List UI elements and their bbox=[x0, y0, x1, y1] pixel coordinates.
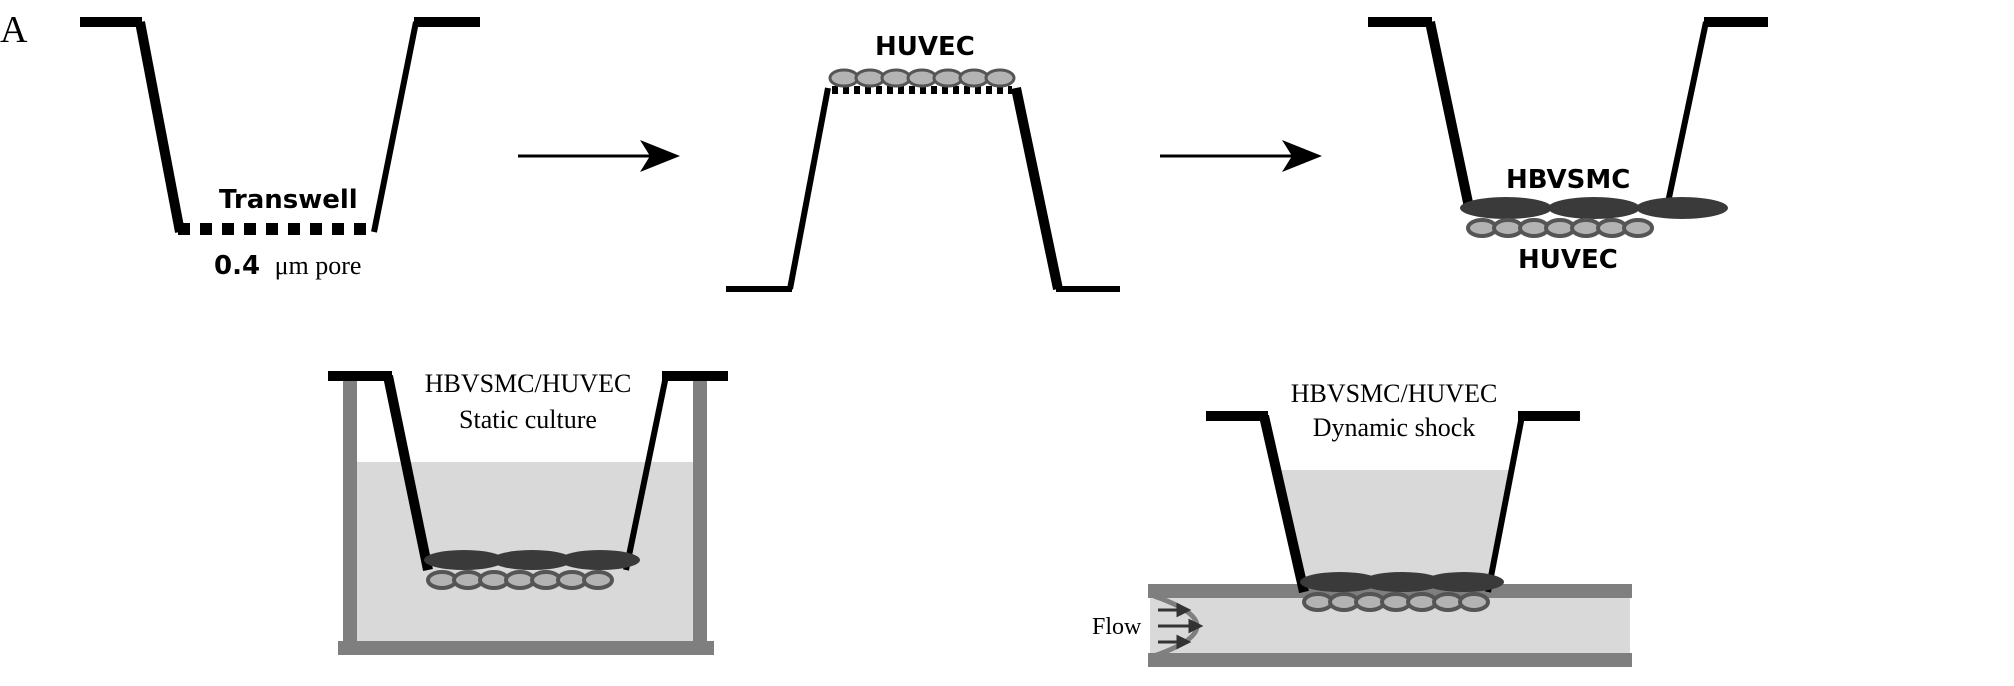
inverted-right-wall bbox=[1011, 86, 1063, 291]
huvec-cell bbox=[452, 570, 484, 590]
huvec-cell bbox=[1302, 592, 1334, 612]
hbvsmc-label: HBVSMC bbox=[1506, 165, 1630, 195]
dynamic-right-wall bbox=[1485, 415, 1525, 593]
transwell-label: Transwell bbox=[219, 185, 358, 215]
hbvsmc-cell bbox=[492, 550, 572, 570]
coculture-left-wall bbox=[1425, 20, 1475, 214]
huvec-cell bbox=[1458, 592, 1490, 612]
hbvsmc-cell bbox=[1460, 197, 1552, 219]
huvec-cell bbox=[478, 570, 510, 590]
hbvsmc-cell bbox=[1362, 572, 1442, 592]
huvec-layer-static bbox=[426, 570, 614, 590]
huvec-cell bbox=[984, 68, 1016, 88]
huvec-cell bbox=[1544, 218, 1576, 238]
pore-size-unit: μm pore bbox=[275, 251, 362, 280]
coculture-insert bbox=[1368, 17, 1768, 214]
huvec-cell bbox=[1570, 218, 1602, 238]
static-right-wall bbox=[623, 375, 669, 571]
huvec-cell bbox=[504, 570, 536, 590]
huvec-layer-dynamic bbox=[1302, 592, 1490, 612]
huvec-cell bbox=[828, 68, 860, 88]
huvec-seeded-label: HUVEC bbox=[875, 32, 975, 62]
hbvsmc-cell bbox=[424, 550, 504, 570]
huvec-cell bbox=[530, 570, 562, 590]
huvec-cell bbox=[854, 68, 886, 88]
hbvsmc-layer-static bbox=[424, 550, 640, 570]
panel-label: A bbox=[0, 9, 28, 51]
dynamic-subtitle: Dynamic shock bbox=[1313, 413, 1475, 442]
huvec-cell bbox=[1492, 218, 1524, 238]
huvec-cell bbox=[582, 570, 614, 590]
hbvsmc-cell bbox=[1300, 572, 1380, 592]
static-subtitle: Static culture bbox=[459, 405, 597, 434]
flow-label: Flow bbox=[1092, 614, 1142, 640]
huvec-layer-step3 bbox=[1466, 218, 1654, 238]
hbvsmc-cell bbox=[1636, 197, 1728, 219]
huvec-cell bbox=[1518, 218, 1550, 238]
huvec-cell bbox=[1380, 592, 1412, 612]
huvec-cell bbox=[1596, 218, 1628, 238]
inverted-left-wall bbox=[787, 87, 831, 290]
huvec-cell bbox=[1354, 592, 1386, 612]
huvec-cell bbox=[932, 68, 964, 88]
arrow-step-2 bbox=[1160, 140, 1322, 172]
dynamic-title: HBVSMC/HUVEC bbox=[1291, 379, 1498, 408]
hbvsmc-layer-dynamic bbox=[1300, 572, 1504, 592]
static-title: HBVSMC/HUVEC bbox=[425, 369, 632, 398]
inverted-insert bbox=[726, 86, 1120, 292]
flow-arrows bbox=[1158, 602, 1204, 650]
huvec-cell bbox=[1432, 592, 1464, 612]
huvec-cell bbox=[556, 570, 588, 590]
huvec-cell bbox=[906, 68, 938, 88]
insert-left-wall bbox=[135, 21, 185, 233]
dynamic-insert-medium-fill bbox=[1275, 470, 1510, 594]
hbvsmc-layer-step3 bbox=[1460, 197, 1728, 219]
huvec-cell bbox=[958, 68, 990, 88]
flow-vessel bbox=[1148, 584, 1632, 667]
arrow-step-1 bbox=[518, 140, 680, 172]
pore-size-value: 0.4 bbox=[214, 251, 260, 281]
huvec-cell bbox=[1406, 592, 1438, 612]
hbvsmc-cell bbox=[1424, 572, 1504, 592]
hbvsmc-cell bbox=[560, 550, 640, 570]
transwell-insert bbox=[80, 17, 480, 235]
static-left-wall bbox=[383, 374, 433, 572]
huvec-cell bbox=[1622, 218, 1654, 238]
dynamic-insert bbox=[1206, 411, 1580, 594]
coculture-right-wall bbox=[1663, 21, 1709, 213]
dynamic-left-wall bbox=[1259, 414, 1309, 594]
pore-size-label: 0.4 μm pore bbox=[214, 251, 361, 281]
huvec-cell bbox=[426, 570, 458, 590]
huvec-cell bbox=[1466, 218, 1498, 238]
huvec-label-step3: HUVEC bbox=[1518, 245, 1618, 275]
hbvsmc-cell bbox=[1548, 197, 1640, 219]
static-insert bbox=[328, 371, 728, 572]
insert-right-wall bbox=[371, 21, 419, 233]
huvec-monolayer-seeded bbox=[828, 68, 1016, 88]
huvec-cell bbox=[1328, 592, 1360, 612]
dynamic-insert-medium bbox=[1275, 470, 1510, 594]
huvec-cell bbox=[880, 68, 912, 88]
flow-profile bbox=[1153, 593, 1204, 659]
